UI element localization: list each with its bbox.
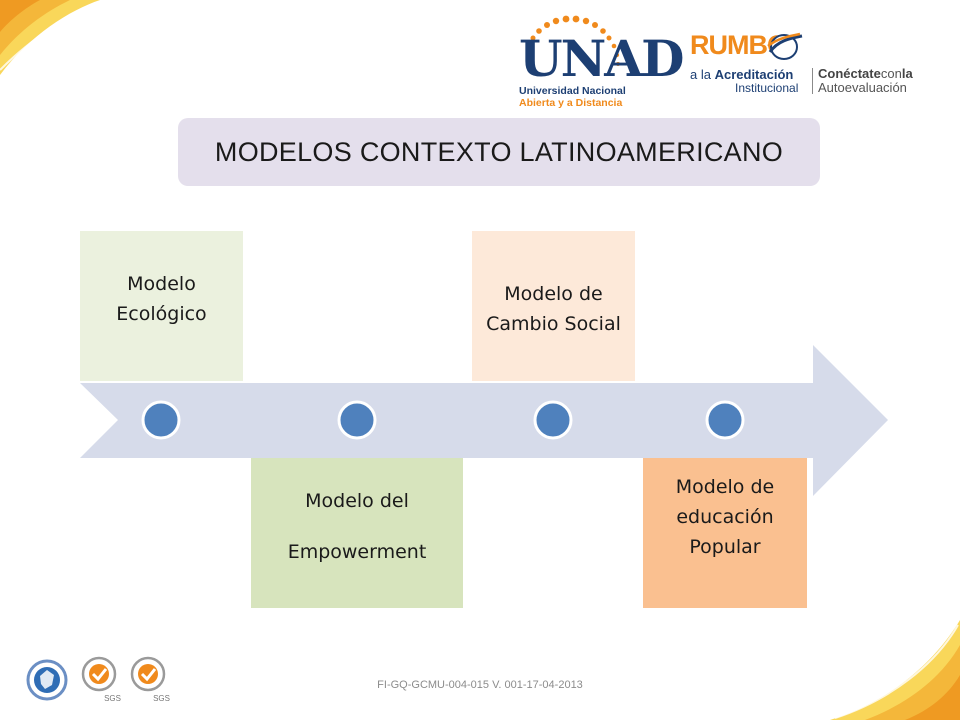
rumbo-line2: Institucional	[735, 81, 799, 95]
page-title: MODELOS CONTEXTO LATINOAMERICANO	[214, 136, 784, 167]
bottom-right-swoosh-decoration	[830, 620, 960, 720]
sgs-check-icon-2	[130, 656, 166, 692]
unad-wordmark: UNAD	[519, 34, 684, 84]
sgs-label-2: SGS	[153, 694, 170, 703]
rumbo-globe-icon	[767, 32, 803, 60]
timeline-dot-1	[141, 400, 181, 440]
sgs-label-1: SGS	[104, 694, 121, 703]
model-label-educacion-popular: Modelo de educación Popular	[675, 476, 775, 558]
rumbo-line1-bold: Acreditación	[714, 67, 794, 82]
timeline-dot-2	[337, 400, 377, 440]
timeline-dot-3	[533, 400, 573, 440]
rumbo-right-bold-2: la	[901, 66, 913, 81]
sgs-certification-2: SGS	[126, 656, 170, 703]
document-code: FI-GQ-GCMU-004-015 V. 001-17-04-2013	[377, 679, 583, 691]
unad-subtitle-line1: Universidad Nacional	[519, 85, 626, 97]
top-left-swoosh-decoration	[0, 0, 109, 75]
rumbo-line1: a la Acreditación	[690, 67, 793, 82]
unad-wordmark-text: UNAD	[519, 29, 684, 88]
rumbo-logo: RUMBO a la Acreditación Institucional Co…	[690, 30, 940, 100]
unad-subtitle: Universidad Nacional Abierta y a Distanc…	[519, 85, 626, 109]
rumbo-right-mid: con	[880, 66, 902, 81]
rumbo-right-line2: Autoevaluación	[818, 80, 907, 95]
model-box-educacion-popular: Modelo de educación Popular	[643, 458, 807, 608]
model-label-ecologico: Modelo Ecológico	[116, 273, 207, 325]
sgs-certification-1: SGS	[77, 656, 121, 703]
rumbo-right-bold-1: Conéctate	[818, 66, 881, 81]
unad-logo-dots-icon	[530, 15, 620, 66]
model-box-cambio-social: Modelo de Cambio Social	[472, 231, 635, 381]
model-box-ecologico: Modelo Ecológico	[80, 231, 243, 381]
sgs-check-icon-1	[81, 656, 117, 692]
unad-subtitle-line2: Abierta y a Distancia	[519, 97, 623, 109]
unad-logo: UNAD Universidad Nacional Abierta y a Di…	[515, 14, 684, 110]
colombia-seal-icon	[26, 659, 68, 701]
rumbo-line1-prefix: a la	[690, 67, 711, 82]
timeline-arrow-shape	[80, 345, 888, 496]
model-label-empowerment-line2: Empowerment	[287, 541, 427, 563]
rumbo-right-text: Conéctateconla Autoevaluación	[818, 67, 913, 95]
title-banner: MODELOS CONTEXTO LATINOAMERICANO	[178, 118, 820, 186]
model-label-empowerment-line1: Modelo del	[305, 490, 409, 512]
model-box-empowerment: Modelo del Empowerment	[251, 458, 463, 608]
timeline-dot-4	[705, 400, 745, 440]
rumbo-separator	[812, 68, 813, 94]
model-label-cambio-social: Modelo de Cambio Social	[486, 283, 621, 335]
